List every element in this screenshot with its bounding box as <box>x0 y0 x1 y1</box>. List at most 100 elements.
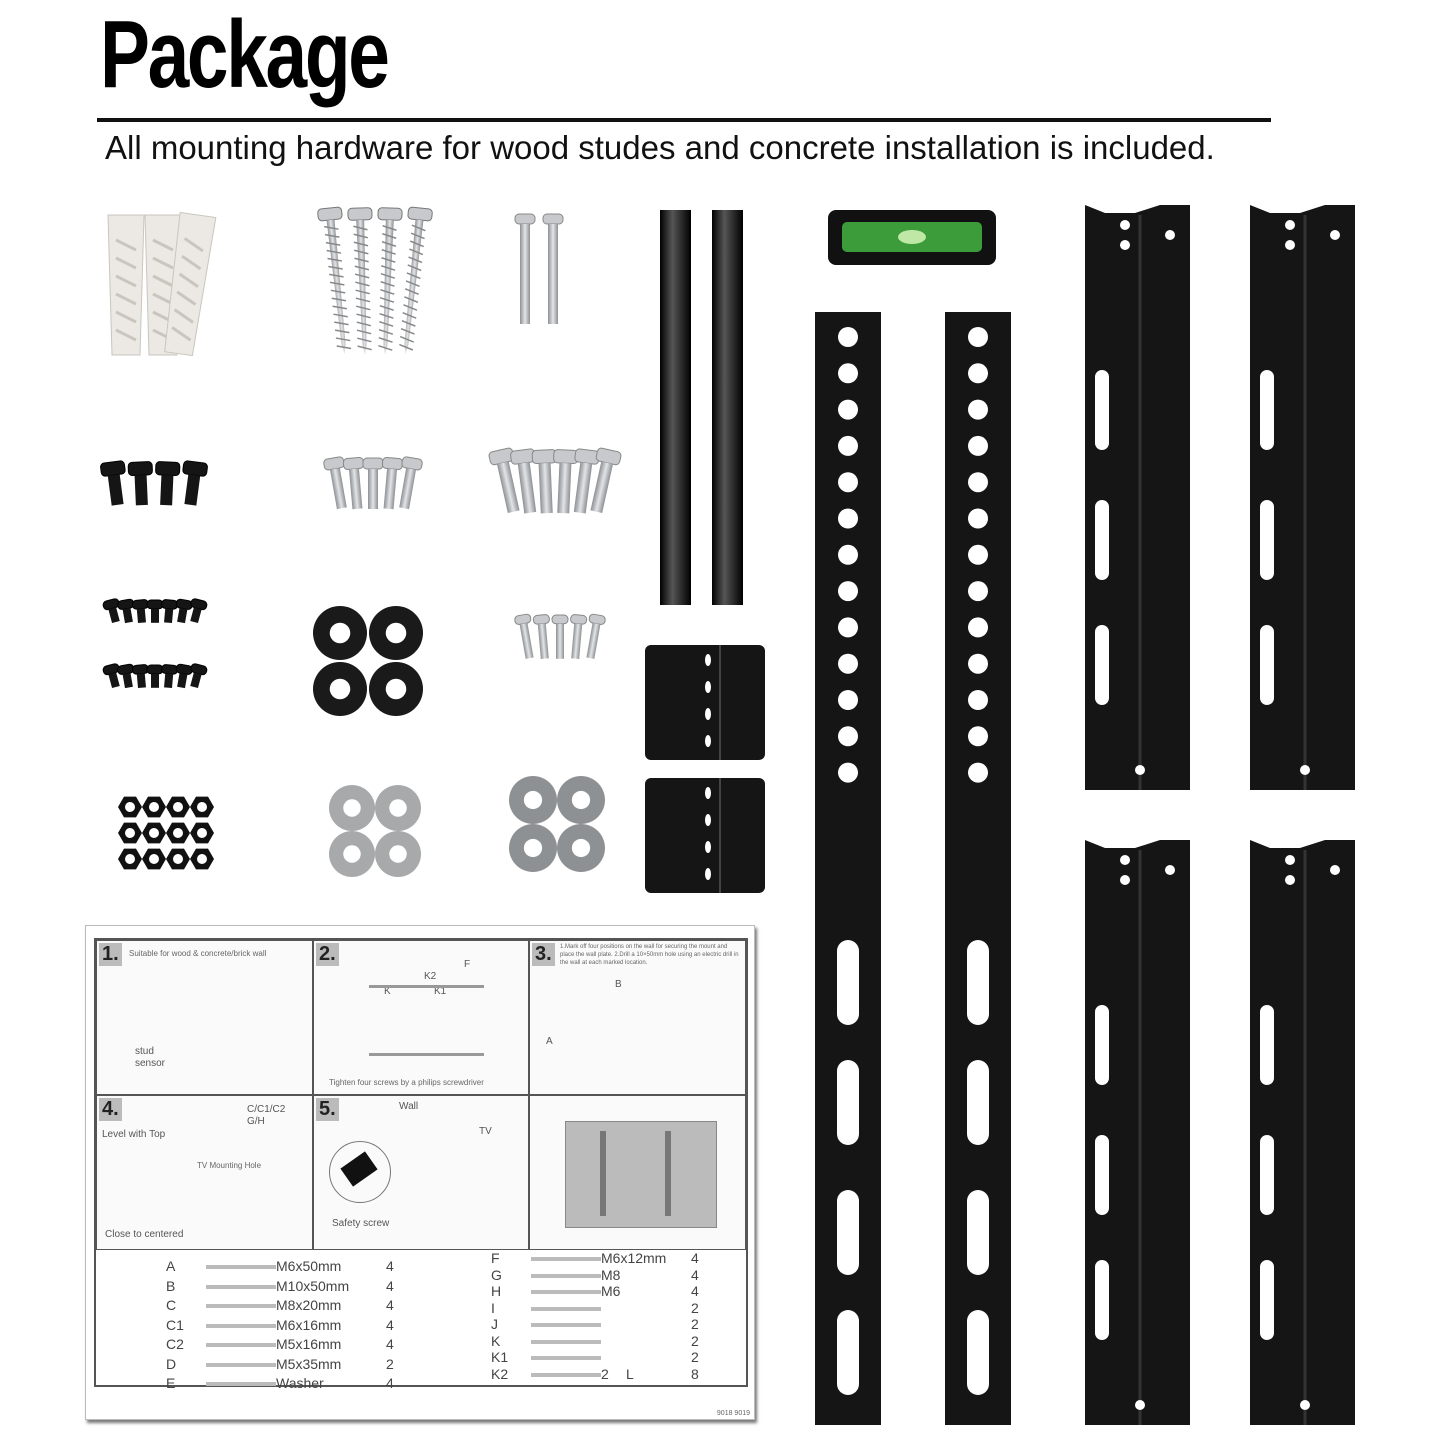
silver-screws-m8 <box>323 456 423 510</box>
wood-screw <box>347 207 373 355</box>
screw <box>146 664 164 688</box>
washer-hole <box>343 845 361 863</box>
black-screws-m6x12 <box>100 460 208 506</box>
mounting-hole <box>838 508 858 529</box>
screw <box>514 613 534 659</box>
mounting-hole <box>838 653 858 674</box>
part-id: F <box>491 1250 500 1266</box>
hole <box>705 841 711 853</box>
nut-hole <box>173 828 183 838</box>
screw <box>342 456 365 510</box>
screw <box>586 613 606 659</box>
wood-screw <box>317 206 352 355</box>
slot <box>1095 370 1109 450</box>
screw <box>551 614 569 659</box>
part-spec: M5x35mm <box>276 1355 342 1372</box>
silver-screws-m6 <box>488 447 622 514</box>
wall-bracket <box>1250 205 1355 790</box>
part-spec: M5x16mm <box>276 1336 342 1352</box>
mounting-hole <box>838 363 858 384</box>
slot <box>837 1190 859 1275</box>
plastic-anchor <box>107 214 145 356</box>
part-qty: 4 <box>386 1297 394 1313</box>
bubble-level <box>828 210 996 265</box>
slot <box>837 1060 859 1145</box>
wall-bracket <box>1085 840 1190 1425</box>
spacer-rods <box>660 210 743 605</box>
slot <box>1095 500 1109 580</box>
part-qty: 8 <box>691 1365 699 1382</box>
hole <box>705 708 711 720</box>
screw <box>117 598 135 624</box>
plastic-anchor <box>164 211 217 357</box>
part-spec: M6x16mm <box>276 1316 342 1333</box>
washer-hole <box>329 622 351 644</box>
part-spec: M8x20mm <box>276 1297 342 1313</box>
title-divider <box>97 118 1271 122</box>
washer-hole <box>385 622 407 644</box>
washer-hole <box>385 678 407 700</box>
nut-hole <box>125 802 135 812</box>
part-qty: 2 <box>691 1349 699 1365</box>
hole <box>705 735 711 747</box>
slot <box>967 1310 989 1395</box>
wood-screw <box>399 206 433 355</box>
part-id: K2 <box>491 1365 509 1382</box>
part-qty: 4 <box>386 1258 394 1274</box>
part-id: I <box>491 1299 495 1316</box>
washer-hole <box>389 845 407 863</box>
hole <box>705 787 711 799</box>
mounting-hole <box>968 690 988 710</box>
part-qty: 4 <box>386 1277 394 1294</box>
slot <box>1095 1005 1109 1085</box>
screw <box>510 448 537 514</box>
part-id: C1 <box>166 1316 184 1333</box>
washer-hole <box>523 838 543 858</box>
part-id: A <box>166 1258 176 1274</box>
screw <box>102 663 120 689</box>
hole <box>1120 875 1130 885</box>
nut-hole <box>197 802 207 812</box>
wall-bracket <box>1250 840 1355 1425</box>
small-bracket <box>645 645 765 760</box>
screw <box>100 460 126 506</box>
slot <box>1095 1260 1109 1340</box>
slot <box>837 1310 859 1395</box>
mounting-hole <box>968 617 988 638</box>
mounting-hole <box>968 653 988 674</box>
mounting-hole <box>968 363 988 384</box>
mounting-hole <box>968 472 988 493</box>
part-id: J <box>491 1316 498 1332</box>
screw <box>532 614 550 659</box>
steel-washers-m6 <box>509 776 605 872</box>
nut-hole <box>125 854 135 864</box>
wood-screws <box>317 206 433 355</box>
slot <box>1260 625 1274 705</box>
hole <box>1165 865 1175 875</box>
nut-hole <box>149 854 159 864</box>
plastic-anchors <box>107 211 217 357</box>
mounting-hole <box>838 399 858 420</box>
slot <box>837 940 859 1025</box>
hole <box>1285 240 1295 250</box>
slot <box>1260 500 1274 580</box>
vertical-arm <box>945 312 1011 1425</box>
hole <box>1120 220 1130 230</box>
screw <box>553 449 579 514</box>
part-id: D <box>166 1355 177 1372</box>
part-id: C2 <box>166 1336 184 1352</box>
nut-hole <box>149 802 159 812</box>
mounting-hole <box>838 581 858 602</box>
washer-hole <box>571 790 591 810</box>
hole <box>1120 240 1130 250</box>
spacer-rod <box>660 210 691 605</box>
hole <box>1300 765 1310 775</box>
screw <box>362 457 384 509</box>
hole <box>705 681 711 693</box>
part-spec: M6x12mm <box>601 1250 667 1266</box>
wood-screw <box>377 207 403 355</box>
bolt <box>542 213 564 324</box>
screw <box>381 456 404 510</box>
hex-nuts <box>118 796 214 870</box>
black-washers <box>313 606 423 716</box>
